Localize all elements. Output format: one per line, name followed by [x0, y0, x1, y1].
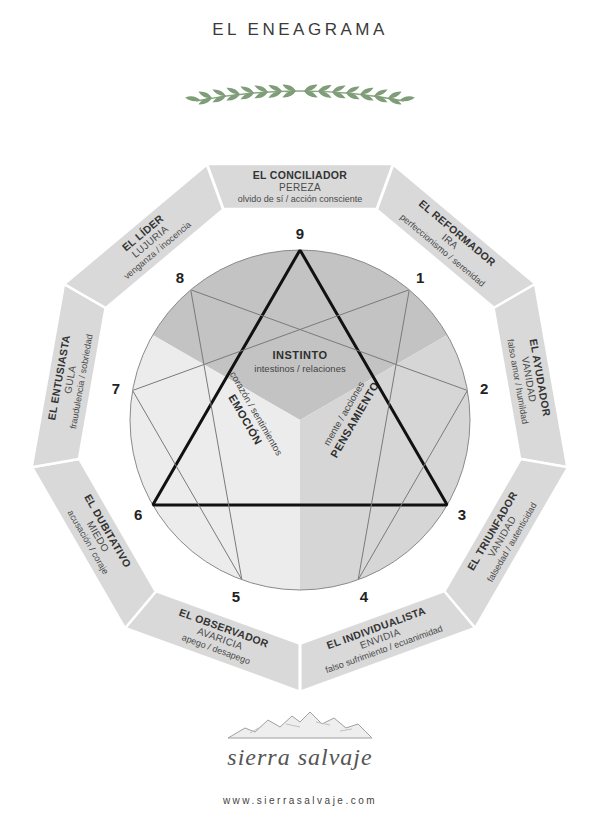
point-number: 4 — [360, 588, 368, 603]
point-number-node: 8 — [190, 289, 192, 291]
point-number-node: 2 — [466, 389, 468, 391]
point-number: 5 — [232, 588, 240, 603]
leaf — [253, 90, 268, 100]
type-segment: EL AYUDADORVANIDADfalso amor / humildad — [491, 284, 568, 475]
segment-fill — [207, 164, 393, 209]
point-number-node: 4 — [357, 579, 359, 581]
center-sector: PENSAMIENTOmente / acciones — [130, 250, 470, 590]
diagram-title: EL ENEAGRAMA — [0, 20, 600, 40]
sector-fill — [300, 335, 470, 590]
type-passion: PEREZA — [279, 182, 321, 194]
enneagram-circle — [130, 250, 470, 590]
website-url: www.sierrasalvaje.com — [0, 795, 600, 806]
leaf — [387, 96, 402, 106]
leaf — [317, 89, 332, 99]
segment-fill — [32, 284, 109, 475]
center-description: intestinos / relaciones — [254, 363, 345, 375]
point-number: 6 — [134, 506, 142, 521]
type-virtue: olvido de sí / acción consciente — [238, 194, 363, 205]
leaf — [373, 94, 388, 104]
type-name: EL CONCILIADOR — [253, 169, 347, 182]
leaf — [400, 95, 416, 102]
point-number-node: 7 — [132, 389, 134, 391]
point-number-node: 6 — [152, 504, 154, 506]
leaf — [239, 91, 254, 101]
point-number-node: 5 — [241, 579, 243, 581]
point-number: 3 — [458, 506, 466, 521]
point-number-node: 3 — [446, 504, 448, 506]
leaf — [281, 89, 296, 99]
sector-fill — [130, 335, 300, 590]
segment-fill — [285, 586, 475, 692]
point-number: 7 — [112, 380, 120, 395]
segment-fill — [491, 284, 568, 475]
leaf — [359, 92, 374, 102]
point-number: 1 — [416, 269, 424, 284]
leaf — [303, 89, 318, 99]
sector-text-box: INSTINTOintestinos / relaciones — [254, 349, 345, 375]
leaf — [197, 96, 212, 106]
mountain-silhouette — [228, 712, 372, 738]
point-number-node: 9 — [299, 249, 301, 251]
type-segment: EL OBSERVADORAVARICIAapego / desapego — [125, 586, 315, 692]
sector-shape — [130, 250, 470, 590]
garland — [185, 83, 415, 107]
segment-fill — [125, 586, 315, 692]
point-number: 2 — [480, 380, 488, 395]
type-segment: EL INDIVIDUALISTAENVIDIAfalso sufrimient… — [285, 586, 475, 692]
logo-text: sierra salvaje — [0, 744, 600, 771]
center-name: INSTINTO — [272, 349, 327, 363]
point-number-node: 1 — [408, 289, 410, 291]
mountain-texture — [250, 722, 352, 733]
leaf — [225, 92, 240, 102]
segment-text-box: EL ENTUSIASTAGULAfraudulencia / sobrieda… — [32, 284, 109, 475]
leaf — [345, 91, 360, 101]
leaf — [185, 95, 201, 102]
leaf — [331, 90, 346, 100]
type-segment: EL ENTUSIASTAGULAfraudulencia / sobrieda… — [32, 284, 109, 475]
leaf — [211, 94, 226, 104]
type-segment: EL CONCILIADORPEREZAolvido de sí / acció… — [207, 164, 393, 209]
point-number: 8 — [176, 269, 184, 284]
point-number: 9 — [296, 226, 304, 241]
leaf — [267, 89, 282, 99]
segment-text-box: EL AYUDADORVANIDADfalso amor / humildad — [491, 284, 568, 475]
logo-mountains — [228, 712, 372, 738]
segment-text-box: EL CONCILIADORPEREZAolvido de sí / acció… — [207, 164, 393, 209]
